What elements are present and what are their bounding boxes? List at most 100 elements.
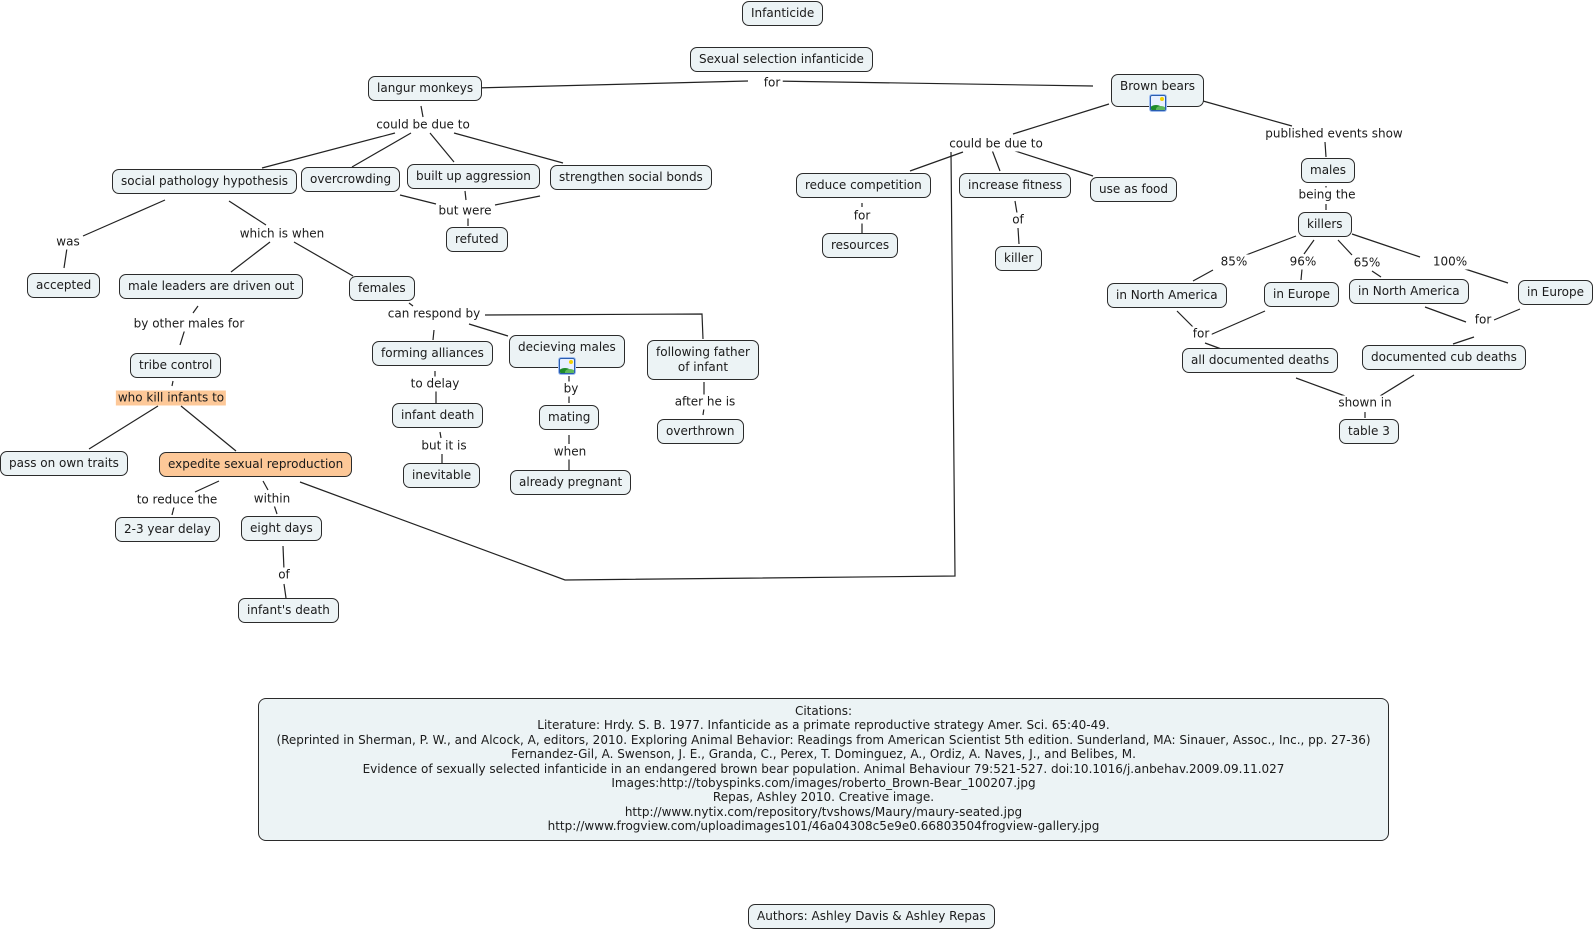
link-label-for[interactable]: for — [851, 208, 873, 224]
concept-infants-death[interactable]: infant's death — [238, 598, 339, 623]
link-line — [273, 504, 278, 515]
link-label-was[interactable]: was — [54, 234, 82, 250]
link-line — [1295, 377, 1346, 397]
link-label-which-is-when[interactable]: which is when — [237, 226, 327, 242]
link-label-can-respond-by[interactable]: can respond by — [385, 306, 483, 322]
concept-reduce-competition[interactable]: reduce competition — [796, 173, 931, 198]
concept-males[interactable]: males — [1301, 158, 1356, 183]
link-line — [484, 313, 704, 340]
node-line: of infant — [677, 360, 729, 374]
concept-expedite-sexual-reproduction[interactable]: expedite sexual reproduction — [159, 452, 353, 477]
concept-male-leaders-driven-out[interactable]: male leaders are driven out — [119, 274, 304, 299]
concept-inevitable[interactable]: inevitable — [403, 463, 481, 488]
link-label-for[interactable]: for — [1190, 326, 1212, 342]
link-label-for[interactable]: for — [1472, 312, 1494, 328]
concept-strengthen-social-bonds[interactable]: strengthen social bonds — [550, 165, 712, 190]
concept-all-documented-deaths[interactable]: all documented deaths — [1182, 348, 1339, 373]
citation-line: http://www.nytix.com/repository/tvshows/… — [624, 804, 1023, 819]
concept-infant-death[interactable]: infant death — [392, 403, 484, 428]
link-label-of[interactable]: of — [1010, 212, 1026, 228]
link-label-published-events-show[interactable]: published events show — [1263, 126, 1405, 142]
link-line — [1493, 308, 1521, 321]
citation-line: (Reprinted in Sherman, P. W., and Alcock… — [276, 732, 1371, 747]
link-line — [468, 323, 509, 337]
concept-social-pathology-hypothesis[interactable]: social pathology hypothesis — [112, 169, 298, 194]
link-line — [1424, 306, 1467, 323]
link-label-of[interactable]: of — [276, 567, 292, 583]
link-line — [194, 480, 220, 493]
concept-in-north-america-2[interactable]: in North America — [1349, 279, 1469, 304]
link-label-but-it-is[interactable]: but it is — [419, 438, 469, 454]
concept-overcrowding[interactable]: overcrowding — [301, 167, 401, 192]
concept-following-father-of-infant[interactable]: following father of infant — [647, 340, 759, 380]
link-label-shown-in[interactable]: shown in — [1336, 395, 1394, 411]
concept-overthrown[interactable]: overthrown — [657, 419, 744, 444]
link-line — [293, 241, 354, 277]
concept-documented-cub-deaths[interactable]: documented cub deaths — [1362, 345, 1526, 370]
link-label-who-kill-infants-to[interactable]: who kill infants to — [115, 390, 227, 406]
citation-line: Fernandez-Gil, A. Swenson, J. E., Granda… — [511, 747, 1136, 762]
link-line — [228, 200, 267, 226]
link-line — [1300, 268, 1303, 281]
link-label-96-percent[interactable]: 96% — [1287, 254, 1319, 270]
link-label-by[interactable]: by — [561, 381, 581, 397]
concept-resources[interactable]: resources — [822, 233, 899, 258]
concept-eight-days[interactable]: eight days — [241, 516, 322, 541]
link-line — [432, 329, 435, 341]
link-line — [909, 151, 964, 172]
link-line — [1351, 233, 1421, 258]
concept-increase-fitness[interactable]: increase fitness — [959, 173, 1072, 198]
link-label-85-percent[interactable]: 85% — [1218, 254, 1250, 270]
concept-forming-alliances[interactable]: forming alliances — [372, 341, 493, 366]
link-line — [420, 105, 424, 118]
link-line — [171, 380, 174, 387]
concept-mating[interactable]: mating — [539, 405, 600, 430]
link-label-to-delay[interactable]: to delay — [408, 376, 462, 392]
link-line — [283, 583, 287, 599]
image-icon[interactable] — [559, 358, 575, 374]
link-label-but-were[interactable]: but were — [436, 203, 494, 219]
concept-infanticide[interactable]: Infanticide — [742, 1, 824, 26]
link-label-for[interactable]: for — [761, 75, 783, 91]
citation-line: Literature: Hrdy. S. B. 1977. Infanticid… — [537, 718, 1110, 733]
concept-langur-monkeys[interactable]: langur monkeys — [368, 76, 483, 101]
authors-box[interactable]: Authors: Ashley Davis & Ashley Repas — [748, 904, 995, 929]
link-line — [82, 199, 166, 237]
link-label-65-percent[interactable]: 65% — [1351, 255, 1383, 271]
citations-box[interactable]: Citations: Literature: Hrdy. S. B. 1977.… — [258, 698, 1389, 841]
link-label-could-be-due-to[interactable]: could be due to — [947, 136, 1045, 152]
link-line — [1202, 100, 1293, 127]
link-label-when[interactable]: when — [551, 444, 589, 460]
link-line — [771, 80, 1094, 87]
link-line — [1012, 103, 1110, 135]
concept-brown-bears[interactable]: Brown bears — [1111, 74, 1205, 107]
concept-accepted[interactable]: accepted — [27, 273, 101, 298]
concept-pass-on-own-traits[interactable]: pass on own traits — [0, 451, 128, 476]
link-label-after-he-is[interactable]: after he is — [672, 394, 738, 410]
link-label-to-reduce-the[interactable]: to reduce the — [134, 492, 220, 508]
concept-table-3[interactable]: table 3 — [1339, 419, 1399, 444]
concept-already-pregnant[interactable]: already pregnant — [510, 470, 632, 495]
link-line — [399, 194, 437, 205]
concept-in-north-america-1[interactable]: in North America — [1107, 283, 1227, 308]
link-label-within[interactable]: within — [251, 491, 293, 507]
concept-killers[interactable]: killers — [1298, 212, 1352, 237]
link-label-being-the[interactable]: being the — [1296, 187, 1358, 203]
concept-killer[interactable]: killer — [995, 246, 1043, 271]
concept-decieving-males[interactable]: decieving males — [509, 335, 625, 368]
link-line — [88, 405, 159, 450]
concept-females[interactable]: females — [349, 276, 415, 301]
concept-in-europe-1[interactable]: in Europe — [1264, 282, 1339, 307]
link-label-could-be-due-to[interactable]: could be due to — [374, 117, 472, 133]
concept-2-3-year-delay[interactable]: 2-3 year delay — [115, 517, 220, 542]
concept-in-europe-2[interactable]: in Europe — [1518, 280, 1593, 305]
link-label-by-other-males-for[interactable]: by other males for — [131, 316, 247, 332]
concept-built-up-aggression[interactable]: built up aggression — [407, 164, 540, 189]
concept-use-as-food[interactable]: use as food — [1090, 177, 1177, 202]
concept-refuted[interactable]: refuted — [446, 227, 508, 252]
concept-sexual-selection-infanticide[interactable]: Sexual selection infanticide — [690, 47, 873, 72]
link-label-100-percent[interactable]: 100% — [1430, 254, 1470, 270]
image-icon[interactable] — [1150, 95, 1166, 111]
concept-tribe-control[interactable]: tribe control — [130, 353, 222, 378]
